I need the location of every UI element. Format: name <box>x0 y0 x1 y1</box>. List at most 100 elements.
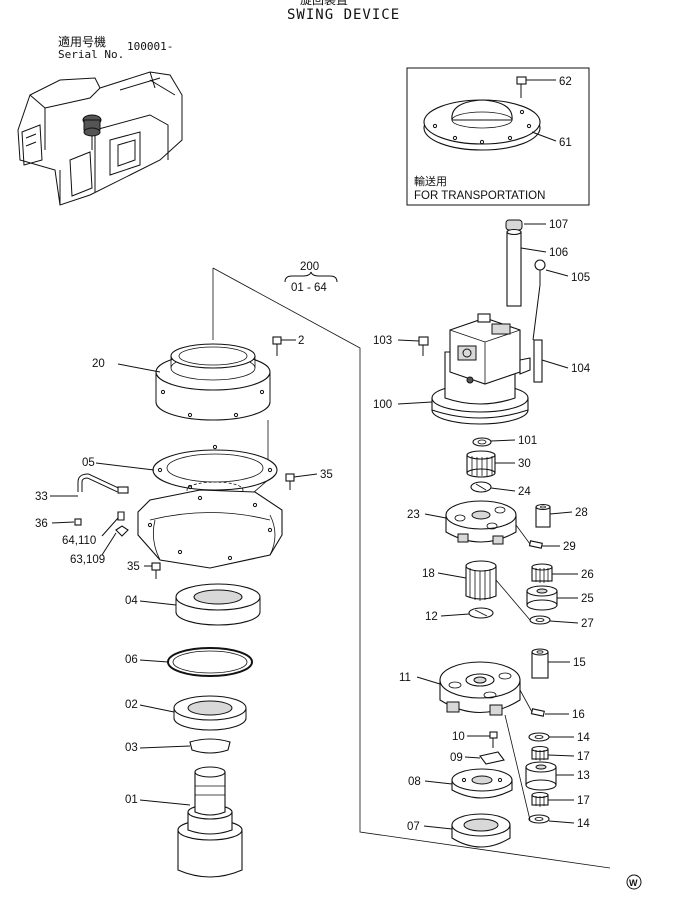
callout-27: 27 <box>581 618 594 630</box>
callout-35-upper: 35 <box>320 469 333 481</box>
callout-25: 25 <box>581 593 594 605</box>
pinion-shaft-01 <box>177 766 243 878</box>
serial-value: 100001- <box>127 40 174 53</box>
callout-101: 101 <box>518 435 537 447</box>
callout-16: 16 <box>572 709 585 721</box>
hose-33-icon <box>77 473 120 493</box>
callout-100: 100 <box>373 399 392 411</box>
callout-29: 29 <box>563 541 576 553</box>
callout-106: 106 <box>549 247 568 259</box>
cap-107 <box>505 219 523 231</box>
needle-bearing-26 <box>531 563 553 583</box>
assembly-number: 200 <box>300 261 319 273</box>
level-gauge-105 <box>534 259 546 271</box>
callout-18: 18 <box>422 568 435 580</box>
seal-03 <box>189 738 231 754</box>
svg-text:W: W <box>629 878 638 888</box>
callout-107: 107 <box>549 219 568 231</box>
pin-15 <box>531 648 549 679</box>
transport-inset-box <box>406 67 590 206</box>
callout-103: 103 <box>373 335 392 347</box>
plug-64-icon <box>117 511 125 521</box>
title-jp: 旋回装置 <box>300 0 349 7</box>
thrust-washer-27 <box>529 615 551 625</box>
serial-label-jp: 適用号機 <box>58 35 107 49</box>
bolt-103-icon <box>418 336 429 346</box>
transport-cover-61 <box>423 99 541 151</box>
needle-bearing-17-lower <box>531 791 549 807</box>
gear-30 <box>466 450 496 478</box>
o-ring-06 <box>167 647 253 677</box>
excavator-thumbnail-icon <box>17 71 183 206</box>
callout-105: 105 <box>571 272 590 284</box>
carrier-11 <box>439 661 521 716</box>
pipe-106 <box>506 231 522 307</box>
spring-pin-16 <box>530 708 545 717</box>
sun-gear-18 <box>465 560 497 601</box>
bolt-10-icon <box>489 731 498 739</box>
swing-device-location-icon <box>82 114 102 150</box>
callout-26: 26 <box>581 569 594 581</box>
callout-62: 62 <box>559 76 572 88</box>
bolt-2-icon <box>272 336 282 345</box>
swing-motor-100 <box>431 313 531 425</box>
callout-17-upper: 17 <box>577 751 590 763</box>
plug-63-icon <box>115 525 129 537</box>
callout-23: 23 <box>407 509 420 521</box>
callout-64-110: 64,110 <box>62 535 96 547</box>
callout-24: 24 <box>518 486 531 498</box>
callout-03: 03 <box>125 742 138 754</box>
callout-35-lower: 35 <box>127 561 140 573</box>
callout-07: 07 <box>407 821 420 833</box>
callout-20: 20 <box>92 358 105 370</box>
callout-63-109: 63,109 <box>70 554 105 566</box>
callout-14-lower: 14 <box>577 818 590 830</box>
bearing-07 <box>451 813 511 848</box>
needle-bearing-17-upper <box>531 745 549 761</box>
callout-02: 02 <box>125 699 138 711</box>
callout-2: 2 <box>298 335 304 347</box>
callout-09: 09 <box>450 752 463 764</box>
transport-label-jp: 輸送用 <box>414 176 447 188</box>
pipe-104 <box>533 339 543 383</box>
housing-body <box>137 489 283 569</box>
plug-36-icon <box>74 518 82 526</box>
bolt-35-lower-icon <box>151 562 161 579</box>
bolt-62-icon <box>516 76 556 98</box>
planet-gear-13 <box>525 761 557 791</box>
callout-08: 08 <box>408 776 421 788</box>
callout-11: 11 <box>399 672 411 684</box>
ring-gear-20 <box>155 343 271 421</box>
callout-36: 36 <box>35 518 48 530</box>
page-title: SWING DEVICE <box>287 7 401 23</box>
callout-28: 28 <box>575 507 588 519</box>
callout-05: 05 <box>82 457 95 469</box>
callout-04: 04 <box>125 595 138 607</box>
thrust-washer-14-upper <box>528 732 550 742</box>
spring-pin-29 <box>528 540 543 549</box>
thrust-plate-08 <box>451 768 513 799</box>
callout-12: 12 <box>425 611 438 623</box>
planet-gear-25 <box>526 585 558 611</box>
bolt-35-upper-icon <box>285 473 295 490</box>
callout-01: 01 <box>125 794 138 806</box>
callout-15: 15 <box>573 657 586 669</box>
bearing-04 <box>175 583 261 626</box>
callout-06: 06 <box>125 654 138 666</box>
callout-104: 104 <box>571 363 591 375</box>
callout-10: 10 <box>452 731 465 743</box>
callout-13: 13 <box>577 770 590 782</box>
transport-label: FOR TRANSPORTATION <box>414 190 546 202</box>
callout-17-lower: 17 <box>577 795 590 807</box>
serial-label: Serial No. <box>58 48 125 61</box>
callout-14-upper: 14 <box>577 732 590 744</box>
washer-101 <box>472 437 492 447</box>
seal-plate-02 <box>173 695 247 731</box>
lock-plate-09 <box>479 751 505 765</box>
callout-33: 33 <box>35 491 48 503</box>
callout-61: 61 <box>559 137 572 149</box>
callout-30: 30 <box>518 458 531 470</box>
carrier-23 <box>445 500 517 545</box>
